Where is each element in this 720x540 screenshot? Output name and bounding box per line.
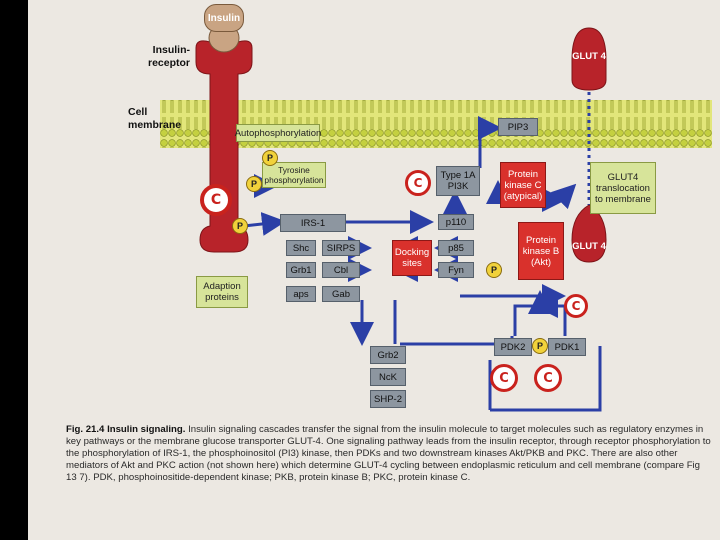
insulin-receptor-label: Insulin- receptor	[148, 44, 191, 69]
adaption-proteins-box: Adaption proteins	[196, 276, 248, 308]
phosphate-tag: P	[486, 262, 502, 278]
shc-box: Shc	[286, 240, 316, 256]
pi3k-box: Type 1A PI3K	[436, 166, 480, 196]
cbl-box: Cbl	[322, 262, 360, 278]
glut4-translocation-box: GLUT4 translocation to membrane	[590, 162, 656, 214]
shp2-box: SHP-2	[370, 390, 406, 408]
tyrosine-phosphorylation-box: Tyrosine phosphorylation	[262, 162, 326, 188]
inhibitor-circle: C	[200, 184, 232, 216]
pip3-box: PIP3	[498, 118, 538, 136]
pdk1-box: PDK1	[548, 338, 586, 356]
grb1-box: Grb1	[286, 262, 316, 278]
pkb-box: Protein kinase B (Akt)	[518, 222, 564, 280]
insulin-label: Insulin	[204, 4, 244, 32]
sirps-box: SIRPS	[322, 240, 360, 256]
caption-body: Insulin signaling cascades transfer the …	[66, 424, 711, 484]
phosphate-tag: P	[532, 338, 548, 354]
phosphate-tag: P	[246, 176, 262, 192]
aps-box: aps	[286, 286, 316, 302]
autophosphorylation-box: Autophosphorylation	[235, 124, 321, 142]
figure-number: Fig. 21.4	[66, 424, 105, 435]
pdk2-box: PDK2	[494, 338, 532, 356]
glut4-bottom-shape	[571, 204, 607, 263]
inhibitor-circle: C	[564, 294, 588, 318]
irs1-box: IRS-1	[280, 214, 346, 232]
book-page	[28, 0, 720, 540]
pkc-box: Protein kinase C (atypical)	[500, 162, 546, 208]
p85-box: p85	[438, 240, 474, 256]
inhibitor-circle: C	[490, 364, 518, 392]
figure-caption: Fig. 21.4 Insulin signaling. Insulin sig…	[66, 424, 712, 484]
gab-box: Gab	[322, 286, 360, 302]
docking-sites-box: Docking sites	[392, 240, 432, 276]
glut4-top-shape	[571, 27, 607, 91]
figure-title: Insulin signaling.	[107, 424, 186, 435]
phosphate-tag: P	[232, 218, 248, 234]
p110-box: p110	[438, 214, 474, 230]
nck-box: NcK	[370, 368, 406, 386]
inhibitor-circle: C	[405, 170, 431, 196]
cell-membrane-label: Cell membrane	[128, 106, 182, 131]
grb2-box: Grb2	[370, 346, 406, 364]
phosphate-tag: P	[262, 150, 278, 166]
glut4-top-label: GLUT 4	[572, 50, 606, 62]
inhibitor-circle: C	[534, 364, 562, 392]
fyn-box: Fyn	[438, 262, 474, 278]
glut4-bottom-label: GLUT 4	[572, 240, 606, 252]
